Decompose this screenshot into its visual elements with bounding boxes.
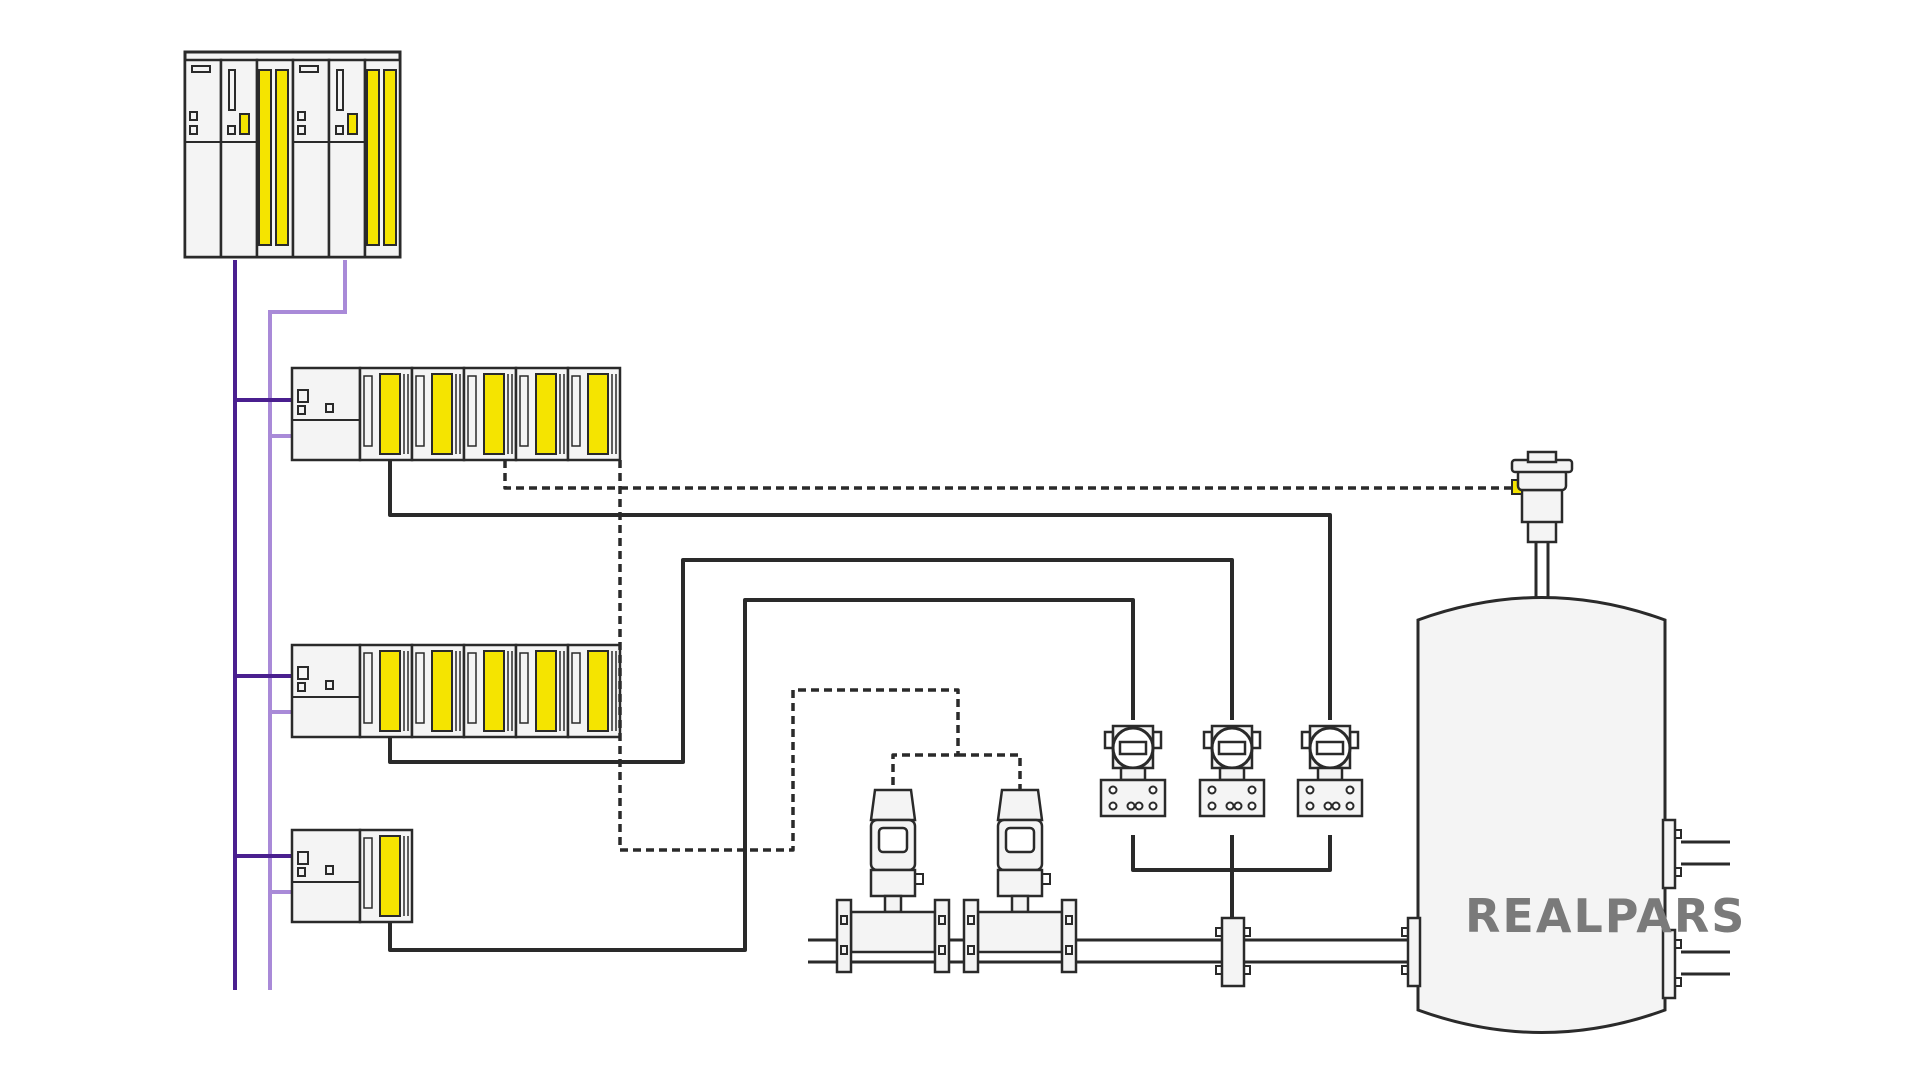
plc-cpu-b [291, 58, 402, 259]
secondary-bus-line [268, 260, 347, 990]
wire-rack2-to-pt2 [388, 558, 1234, 764]
redundant-plc-rack [183, 50, 402, 259]
remote-io-rack-3 [290, 828, 414, 924]
brand-logo: REALPARS [1465, 889, 1746, 943]
level-sensor [1510, 450, 1574, 598]
remote-io-rack-2 [290, 643, 622, 739]
pressure-transmitter-3 [1296, 724, 1364, 818]
pipe-flange [1215, 916, 1251, 988]
dashed-wiring [503, 460, 1512, 852]
signal-wiring [388, 460, 1332, 952]
dashed-wire-to-level-sensor [503, 460, 1512, 490]
wire-rack1-to-pt3 [388, 460, 1332, 720]
dashed-wire-to-flowmeters [618, 460, 1022, 852]
flow-meter-1 [835, 788, 951, 974]
plc-cpu-a [183, 58, 295, 259]
process-tank [1401, 596, 1730, 1034]
remote-io-rack-1 [290, 366, 622, 462]
flow-meter-2 [962, 788, 1078, 974]
wire-rack3-to-pt1 [388, 598, 1135, 952]
pressure-transmitter-2 [1198, 724, 1266, 818]
wire-pt-manifold [1131, 835, 1332, 920]
network-bus [233, 260, 347, 990]
pressure-transmitter-1 [1099, 724, 1167, 818]
